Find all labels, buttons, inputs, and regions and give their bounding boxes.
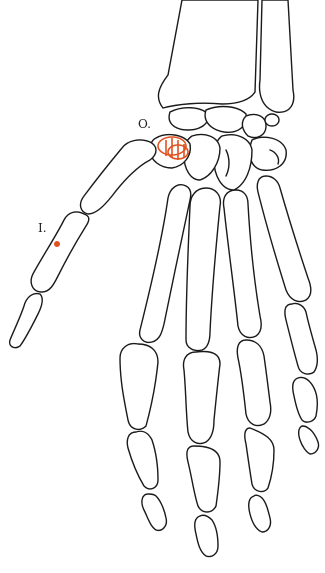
- ring-distal-phalanx: [249, 495, 271, 532]
- little-distal-phalanx: [299, 426, 319, 454]
- radius: [158, 0, 258, 108]
- insertion-label: I.: [38, 222, 47, 234]
- little-metacarpal: [257, 176, 311, 302]
- middle-middle-phalanx: [187, 446, 220, 512]
- middle-finger: [184, 188, 221, 557]
- origin-label: O.: [138, 118, 151, 130]
- carpal-triquetrum: [242, 114, 266, 137]
- thumb-distal-phalanx: [10, 294, 43, 348]
- ring-finger: [224, 190, 275, 532]
- ring-middle-phalanx: [245, 428, 274, 491]
- carpal-pisiform: [265, 114, 279, 126]
- insertion-marker: [54, 241, 60, 247]
- index-distal-phalanx: [142, 494, 166, 530]
- carpal-lunate: [205, 107, 246, 133]
- ulna: [260, 0, 294, 112]
- carpal-trapezoid: [184, 135, 220, 181]
- carpal-capitate: [214, 135, 252, 190]
- index-metacarpal: [140, 185, 191, 343]
- index-proximal-phalanx: [120, 344, 158, 430]
- index-finger: [120, 185, 191, 531]
- thumb-metacarpal: [81, 140, 156, 214]
- ring-metacarpal: [224, 190, 262, 338]
- little-middle-phalanx: [293, 377, 318, 422]
- middle-metacarpal: [186, 188, 220, 351]
- forearm: [158, 0, 293, 112]
- index-middle-phalanx: [127, 431, 158, 489]
- middle-proximal-phalanx: [184, 352, 221, 444]
- thumb: [10, 140, 156, 348]
- carpal-scaphoid: [169, 108, 208, 130]
- middle-distal-phalanx: [195, 515, 218, 556]
- little-proximal-phalanx: [285, 303, 317, 374]
- ring-proximal-phalanx: [237, 340, 270, 426]
- carpal-hamate: [250, 137, 287, 170]
